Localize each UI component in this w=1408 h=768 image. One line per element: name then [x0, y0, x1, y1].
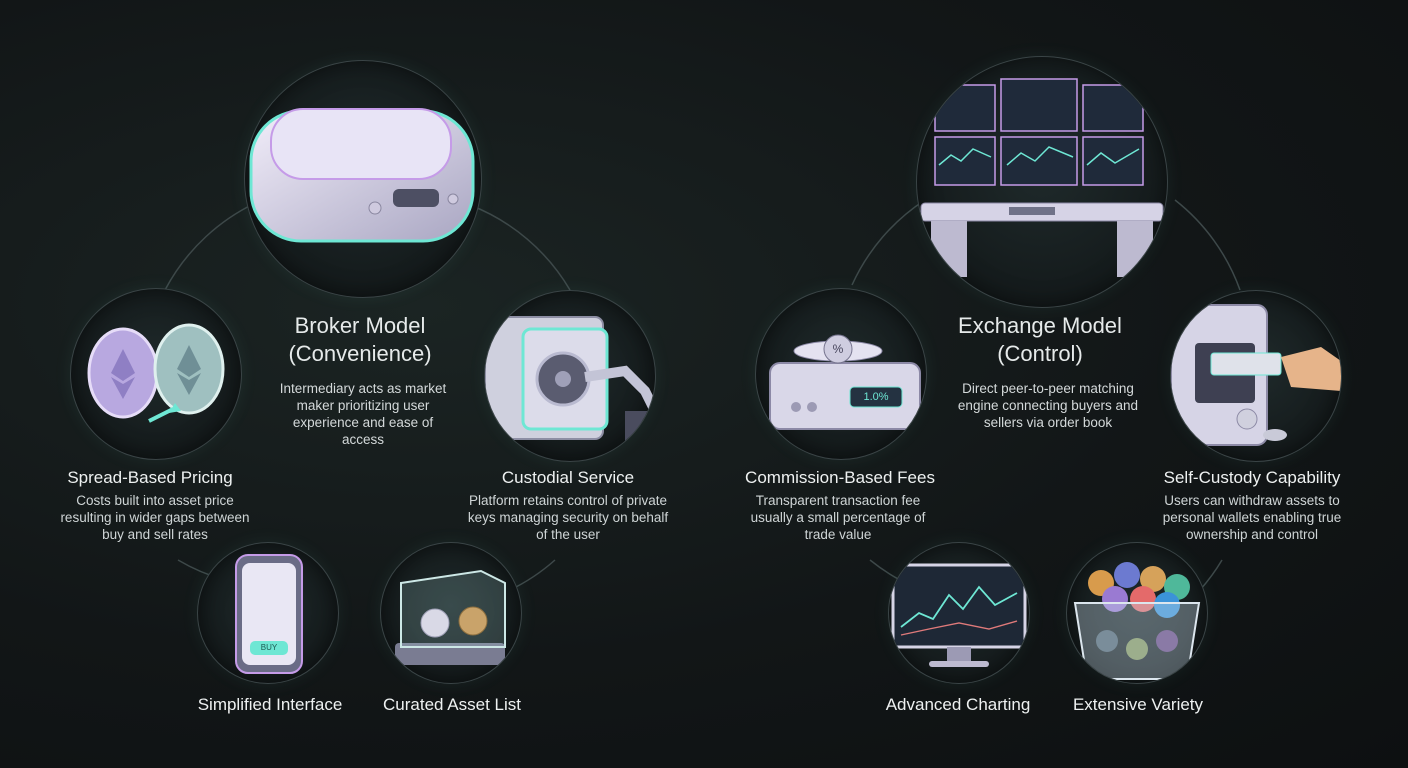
scale-icon [769, 334, 921, 430]
trading-desk-icon [920, 78, 1164, 277]
broker-title-sub: (Convenience) [288, 341, 432, 366]
scale-readout: 1.0% [863, 391, 889, 403]
spread-pricing-desc: Costs built into asset price resulting i… [60, 493, 250, 542]
broker-device-circle [244, 60, 482, 298]
custodial-label: Custodial Service [501, 468, 635, 487]
vault-icon [485, 316, 655, 451]
advanced-charting-circle [888, 542, 1030, 684]
custodial-desc: Platform retains control of private keys… [467, 493, 669, 542]
curated-assets-label: Curated Asset List [383, 695, 521, 714]
display-case-icon [395, 569, 506, 665]
extensive-variety-circle [1066, 542, 1208, 684]
broker-title: Broker Model (Convenience) [250, 312, 470, 368]
exchange-title-main: Exchange Model [958, 313, 1122, 338]
spread-pricing-circle [70, 288, 242, 460]
commission-fees-label: Commission-Based Fees [745, 468, 935, 487]
broker-title-main: Broker Model [294, 313, 426, 338]
spread-pricing-label: Spread-Based Pricing [67, 468, 233, 487]
commission-fees-desc: Transparent transaction fee usually a sm… [750, 493, 926, 542]
broker-device-icon [249, 108, 475, 243]
exchange-title-sub: (Control) [997, 341, 1083, 366]
broker-description: Intermediary acts as market maker priori… [279, 381, 447, 447]
simplified-interface-label: Simplified Interface [197, 695, 343, 714]
coins-icon [87, 323, 225, 423]
exchange-title: Exchange Model (Control) [930, 312, 1150, 368]
coin-basket-icon [1073, 562, 1201, 680]
phone-icon [235, 554, 303, 674]
exchange-description: Direct peer-to-peer matching engine conn… [957, 381, 1139, 430]
advanced-charting-label: Advanced Charting [885, 695, 1031, 714]
self-custody-label: Self-Custody Capability [1163, 468, 1341, 487]
self-custody-desc: Users can withdraw assets to personal wa… [1162, 493, 1342, 542]
custodial-circle [484, 290, 656, 462]
scale-percent-badge: % [832, 342, 844, 356]
self-custody-circle [1170, 290, 1342, 462]
commission-fees-circle: % 1.0% [755, 288, 927, 460]
exchange-desk-circle [916, 56, 1168, 308]
phone-buy-button: BUY [260, 643, 278, 652]
extensive-variety-label: Extensive Variety [1072, 695, 1204, 714]
curated-assets-circle [380, 542, 522, 684]
chart-monitor-icon [891, 563, 1027, 667]
wallet-withdraw-icon [1171, 304, 1341, 446]
simplified-interface-circle: BUY [197, 542, 339, 684]
